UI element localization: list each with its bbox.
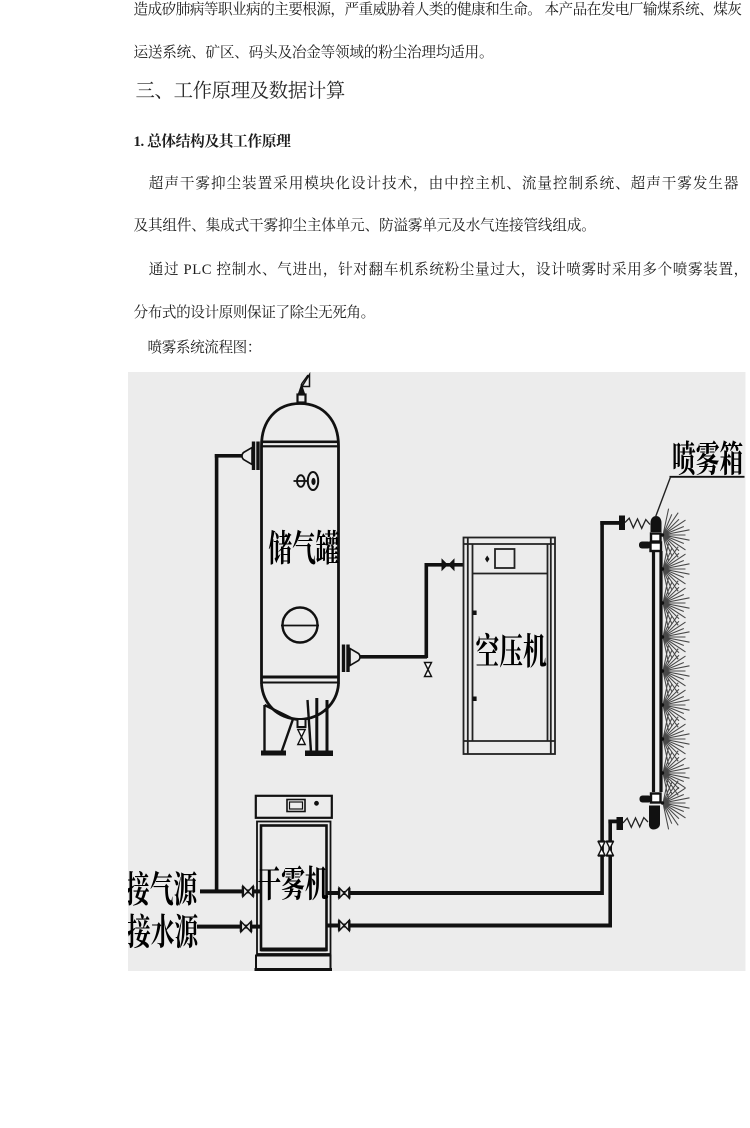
svg-text:空压机: 空压机 <box>476 632 547 672</box>
svg-text:接气源: 接气源 <box>128 870 199 910</box>
svg-text:干雾机: 干雾机 <box>257 864 328 904</box>
svg-text:接水源: 接水源 <box>128 912 200 952</box>
svg-text:储气罐: 储气罐 <box>268 529 339 569</box>
svg-text:喷雾箱: 喷雾箱 <box>672 439 743 479</box>
